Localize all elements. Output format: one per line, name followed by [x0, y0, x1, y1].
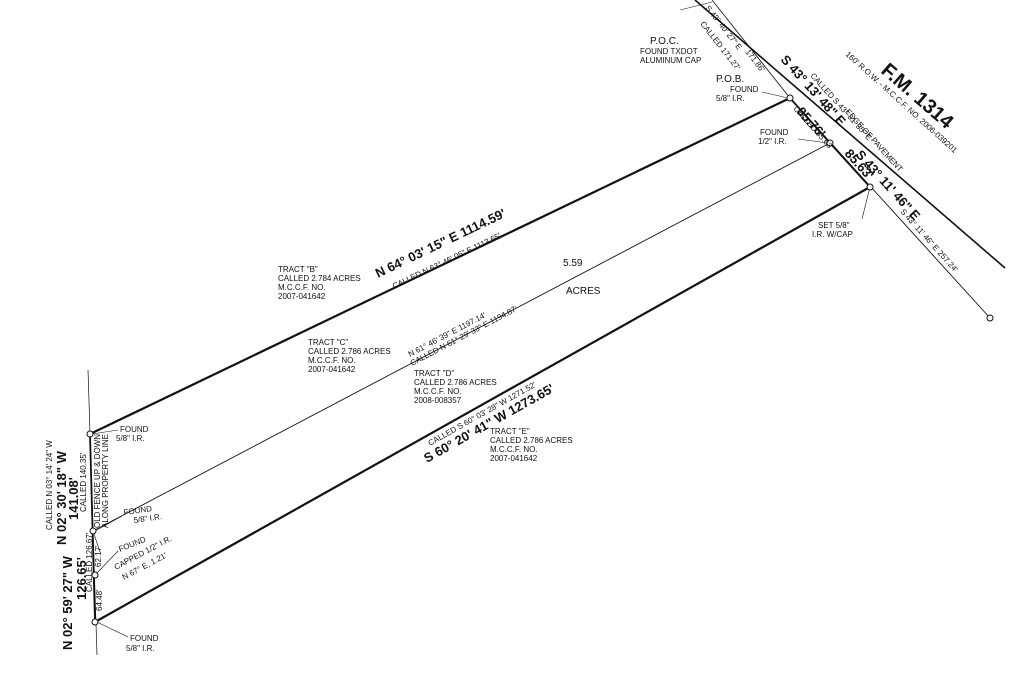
- tract-b-label: TRACT "B" CALLED 2.784 ACRES M.C.C.F. NO…: [278, 265, 361, 301]
- tract-d-title: TRACT "D": [414, 369, 454, 378]
- found-w4-line2: 5/8" I.R.: [126, 644, 155, 653]
- tract-e-line1: CALLED 2.786 ACRES: [490, 436, 573, 445]
- found-w1-line2: 5/8" I.R.: [116, 434, 145, 443]
- north-boundary: [89, 97, 791, 435]
- found-w2-line1: FOUND: [123, 504, 153, 517]
- west-upper-called: CALLED N 03° 14' 24" W: [45, 440, 54, 530]
- tract-c-label: TRACT "C" CALLED 2.786 ACRES M.C.C.F. NO…: [308, 338, 391, 374]
- west-upper-called-dist: CALLED 140.35': [79, 452, 88, 512]
- tract-c-line3: 2007-041642: [308, 365, 356, 374]
- found-w3-leader: [94, 550, 119, 576]
- area-unit: ACRES: [566, 286, 601, 297]
- tract-d-line2: M.C.C.F. NO.: [414, 387, 462, 396]
- poc-leader: [679, 1, 713, 11]
- found-w4-line1: FOUND: [130, 634, 159, 643]
- pob-leader: [761, 91, 789, 99]
- tract-b-line1: CALLED 2.784 ACRES: [278, 274, 361, 283]
- west-lower-bearing: N 02° 59' 27" W: [60, 555, 75, 650]
- east-boundary-lower: [829, 142, 871, 188]
- found-w2-monument: [89, 527, 97, 535]
- found-half-monument: [826, 139, 834, 147]
- tract-c-line1: CALLED 2.786 ACRES: [308, 347, 391, 356]
- poc-title: P.O.C.: [650, 36, 679, 47]
- pob-title: P.O.B.: [716, 74, 744, 85]
- pob-line1: FOUND: [730, 85, 759, 94]
- pob-monument: [786, 94, 794, 102]
- tract-c-line2: M.C.C.F. NO.: [308, 356, 356, 365]
- found-w2-leader: [94, 515, 123, 532]
- west-seg-b: 64.48': [95, 589, 104, 611]
- tract-e-label: TRACT "E" CALLED 2.786 ACRES M.C.C.F. NO…: [490, 427, 573, 463]
- found-half-line2: 1/2" I.R.: [758, 137, 787, 146]
- tract-c-title: TRACT "C": [308, 338, 348, 347]
- west-lower-dist: 126.65': [74, 557, 89, 600]
- tract-d-line3: 2008-008357: [414, 396, 462, 405]
- middle-line-called: CALLED N 61° 29' 33" E 1194.87': [409, 304, 520, 368]
- poc-line2: ALUMINUM CAP: [640, 56, 701, 65]
- middle-tract-line: [92, 142, 831, 532]
- found-w1-leader: [91, 429, 119, 435]
- tract-d-label: TRACT "D" CALLED 2.786 ACRES M.C.C.F. NO…: [414, 369, 497, 405]
- edge-monument: [986, 314, 994, 322]
- monuments: [86, 94, 994, 626]
- found-w1-line1: FOUND: [120, 425, 149, 434]
- tract-b-line2: M.C.C.F. NO.: [278, 283, 326, 292]
- west-fence-line2: ALONG PROPERTY LINE: [101, 434, 110, 528]
- tract-d-line1: CALLED 2.786 ACRES: [414, 378, 497, 387]
- found-half-leader: [797, 138, 829, 144]
- set-cap-monument: [866, 183, 874, 191]
- west-fence-line1: OLD FENCE UP & DOWN: [93, 434, 102, 528]
- found-w1-monument: [86, 430, 94, 438]
- west-seg-a: 62.17': [94, 545, 103, 567]
- linework: [87, 0, 1006, 656]
- capped-rod-tie: [92, 530, 101, 553]
- row-line: [694, 0, 1006, 269]
- found-half-line1: FOUND: [760, 128, 789, 137]
- tract-b-title: TRACT "B": [278, 265, 318, 274]
- west-upper-dist: 141.08': [66, 477, 81, 520]
- pob-line2: 5/8" I.R.: [716, 94, 745, 103]
- tract-e-line3: 2007-041642: [490, 454, 538, 463]
- south-boundary: [94, 186, 871, 623]
- area-value: 5.59: [563, 258, 583, 269]
- west-upper-bearing: N 02° 30' 18" W: [54, 450, 69, 545]
- poc-tie-line: [711, 0, 791, 99]
- set-cap-line2: I.R. W/CAP: [812, 230, 853, 239]
- west-lower-called: CALLED 126.67': [85, 532, 94, 592]
- found-w2-line2: 5/8" I.R.: [133, 512, 163, 525]
- found-w4-monument: [91, 618, 99, 626]
- east-boundary-upper: [789, 97, 831, 144]
- tract-e-line2: M.C.C.F. NO.: [490, 445, 538, 454]
- set-cap-line1: SET 5/8": [818, 221, 850, 230]
- west-reference-line: [87, 369, 98, 656]
- found-w4-leader: [96, 621, 129, 638]
- tract-b-line3: 2007-041642: [278, 292, 326, 301]
- found-w3-monument: [91, 571, 99, 579]
- poc-line1: FOUND TXDOT: [640, 47, 698, 56]
- tract-e-title: TRACT "E": [490, 427, 530, 436]
- set-cap-leader: [861, 186, 871, 220]
